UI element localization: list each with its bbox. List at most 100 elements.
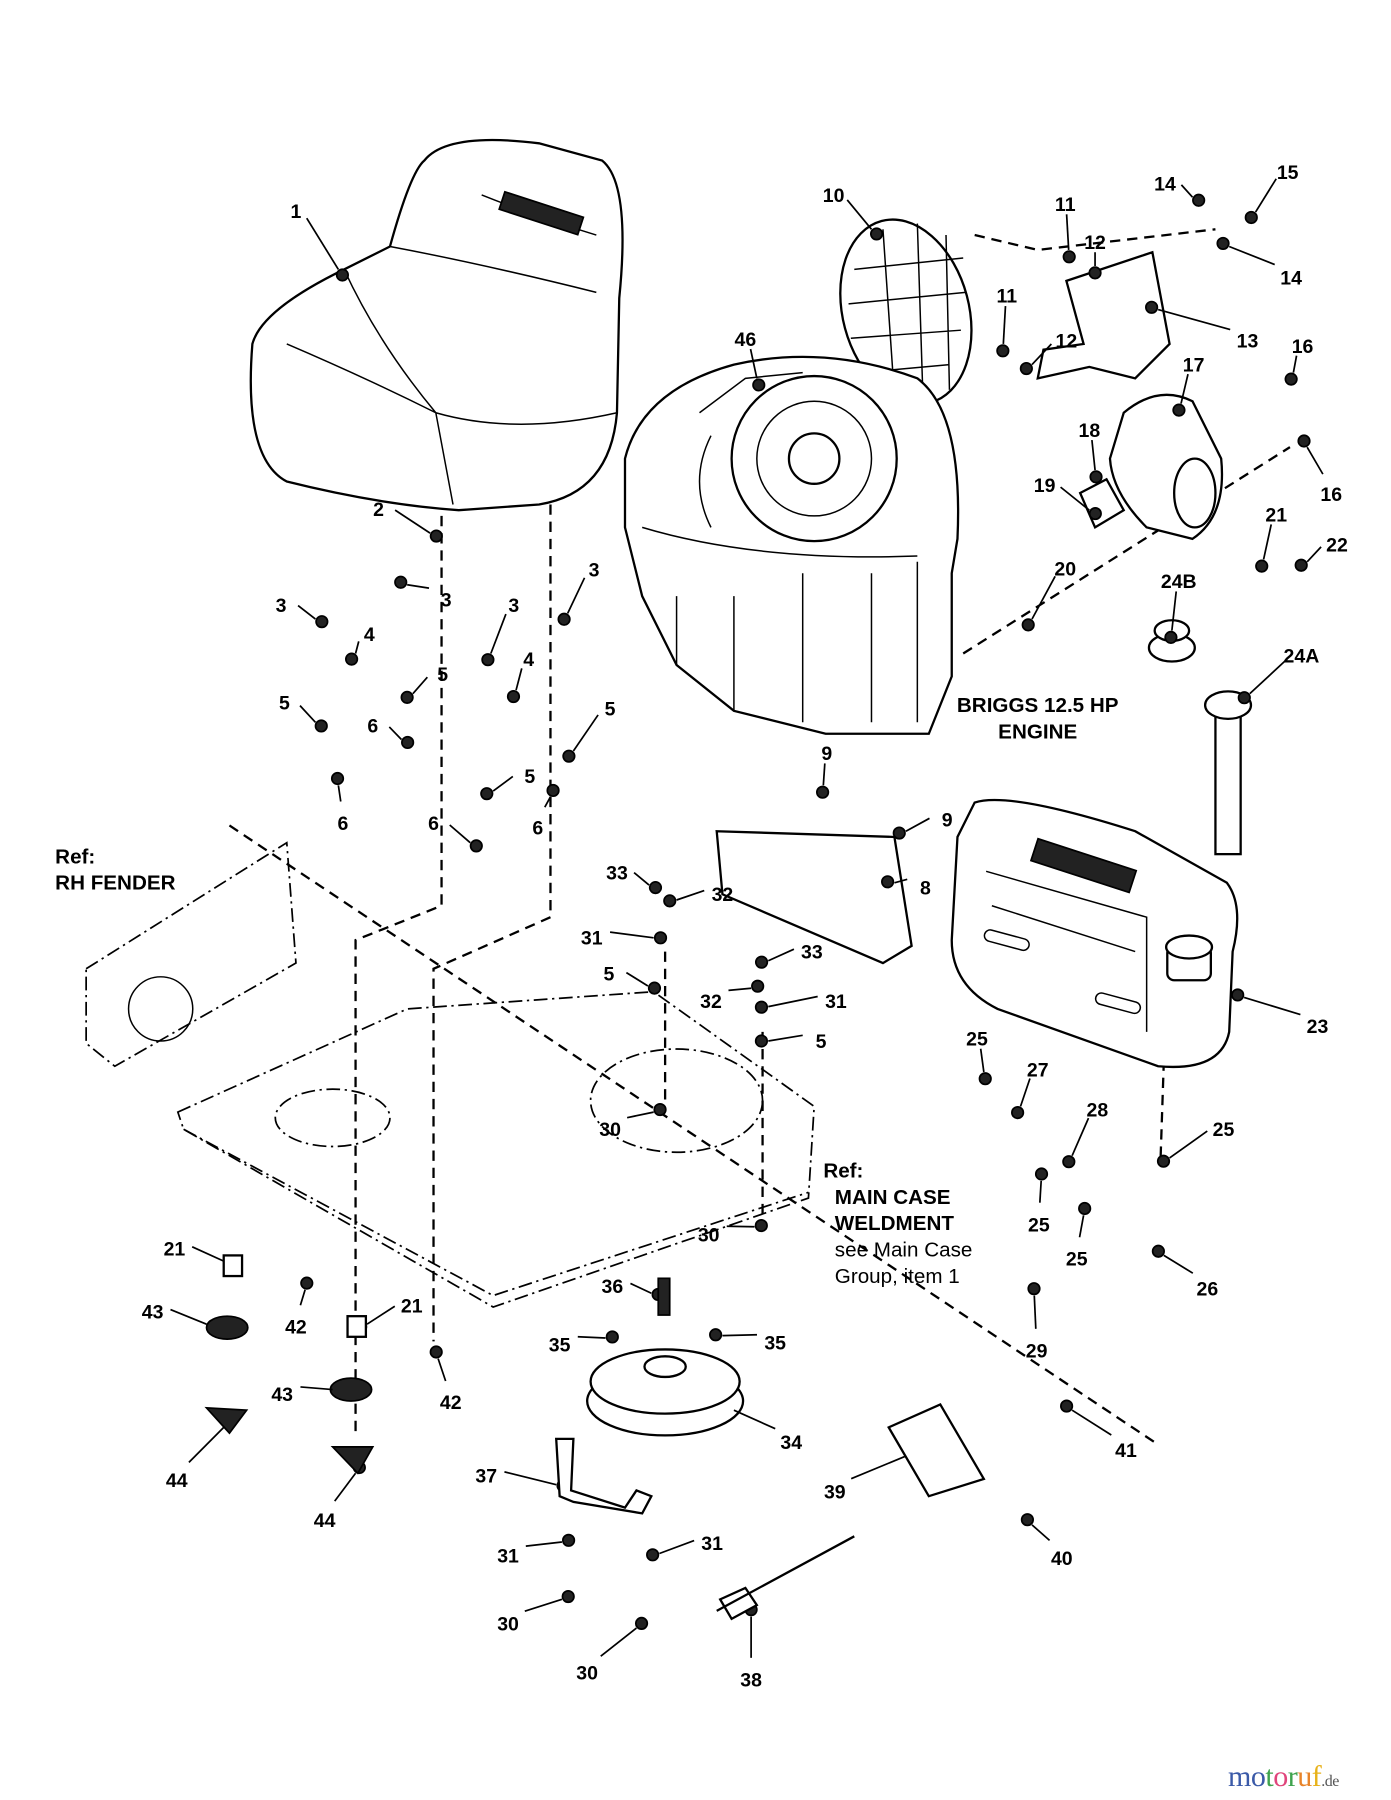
hardware-part	[752, 378, 766, 392]
leader-line	[492, 775, 514, 792]
callout-6: 6	[428, 813, 439, 835]
dipstick-cap	[1147, 619, 1253, 856]
callout-25: 25	[1028, 1214, 1050, 1236]
leader-line	[630, 1282, 652, 1295]
callout-5: 5	[816, 1031, 827, 1053]
hardware-part	[1089, 470, 1103, 484]
callout-13: 13	[1237, 330, 1259, 352]
leader-line	[577, 1335, 606, 1339]
hardware-part	[1078, 1201, 1092, 1216]
hardware-part	[1237, 691, 1251, 705]
callout-3: 3	[508, 595, 519, 617]
callout-29: 29	[1026, 1340, 1048, 1362]
callout-19: 19	[1034, 475, 1056, 497]
hardware-part	[1164, 630, 1178, 644]
note-line: ENGINE	[998, 720, 1077, 743]
leader-line	[979, 1048, 985, 1073]
leader-line	[1060, 486, 1090, 511]
callout-14: 14	[1154, 173, 1176, 195]
callout-35: 35	[549, 1335, 571, 1357]
seat	[249, 138, 624, 512]
callout-44: 44	[314, 1510, 336, 1532]
hardware-part	[506, 689, 521, 704]
hardware-part	[1034, 1167, 1049, 1181]
hardware-part	[1156, 1154, 1171, 1168]
callout-26: 26	[1197, 1279, 1219, 1301]
callout-16: 16	[1320, 484, 1342, 506]
leader-line	[1292, 355, 1298, 373]
hardware-part	[1020, 1513, 1034, 1527]
leader-line	[850, 1455, 907, 1480]
leader-line	[1071, 1409, 1112, 1436]
callout-30: 30	[576, 1663, 598, 1685]
engine	[623, 355, 960, 735]
watermark-letter: r	[1287, 1760, 1298, 1793]
leader-line	[1157, 308, 1231, 331]
hardware-part	[1088, 266, 1102, 280]
hardware-part	[1294, 558, 1308, 572]
callout-5: 5	[279, 693, 290, 715]
hardware-part	[653, 931, 668, 945]
hardware-part	[978, 1072, 992, 1086]
assembly-lines	[228, 228, 1291, 1446]
bracket-8	[715, 830, 913, 965]
leader-line	[412, 676, 428, 695]
hardware-part	[1088, 506, 1102, 521]
leader-line	[1033, 1295, 1037, 1329]
callout-4: 4	[364, 624, 375, 646]
leader-line	[299, 705, 317, 723]
leader-line	[1228, 245, 1276, 266]
callout-25: 25	[1066, 1249, 1088, 1271]
leader-line	[894, 878, 908, 884]
note-line: Ref:	[55, 845, 95, 868]
leader-line	[1171, 591, 1178, 631]
note-line: MAIN CASE	[835, 1186, 951, 1209]
muffler	[1078, 393, 1224, 541]
callout-30: 30	[698, 1225, 720, 1247]
leader-line	[1019, 1078, 1031, 1107]
note-line: see Main Case	[835, 1239, 973, 1262]
hardware-part	[1297, 434, 1311, 448]
callout-1: 1	[291, 201, 302, 223]
callout-6: 6	[367, 716, 378, 738]
bracket-37	[554, 1437, 653, 1515]
leader-line	[1031, 343, 1052, 366]
callout-17: 17	[1183, 354, 1205, 376]
watermark-letter: f	[1311, 1760, 1322, 1793]
watermark-letter: m	[1228, 1760, 1251, 1793]
hardware-part	[1060, 1399, 1074, 1413]
hardware-part	[469, 839, 483, 853]
callout-9: 9	[942, 810, 953, 832]
callout-12: 12	[1084, 232, 1106, 254]
hardware-part	[394, 575, 408, 589]
leader-line	[626, 1111, 654, 1119]
hardware-part	[562, 1533, 576, 1547]
callout-2: 2	[373, 499, 384, 521]
hardware-part	[481, 653, 495, 667]
callout-20: 20	[1054, 559, 1076, 581]
callout-4: 4	[523, 649, 534, 671]
callout-18: 18	[1078, 420, 1100, 442]
callout-40: 40	[1051, 1548, 1073, 1570]
leader-line	[728, 987, 752, 992]
hardware-part	[330, 771, 345, 786]
callout-3: 3	[589, 560, 600, 582]
hardware-part	[561, 1589, 575, 1604]
hardware-part	[546, 783, 560, 798]
hardware-part	[754, 955, 769, 969]
note-main-case: Ref: MAIN CASE WELDMENT see Main Case Gr…	[823, 1159, 972, 1287]
leader-line	[625, 971, 649, 987]
callout-5: 5	[605, 698, 616, 720]
leader-line	[1031, 1524, 1051, 1542]
hardware-part	[648, 881, 663, 895]
leader-line	[337, 785, 342, 802]
leader-line	[733, 1409, 776, 1430]
note-line: WELDMENT	[835, 1212, 955, 1235]
callout-33: 33	[606, 862, 628, 884]
callout-5: 5	[437, 664, 448, 686]
callout-46: 46	[735, 329, 757, 351]
main-case-weldment	[176, 990, 816, 1308]
callout-44: 44	[166, 1470, 188, 1492]
callout-43: 43	[142, 1301, 164, 1323]
